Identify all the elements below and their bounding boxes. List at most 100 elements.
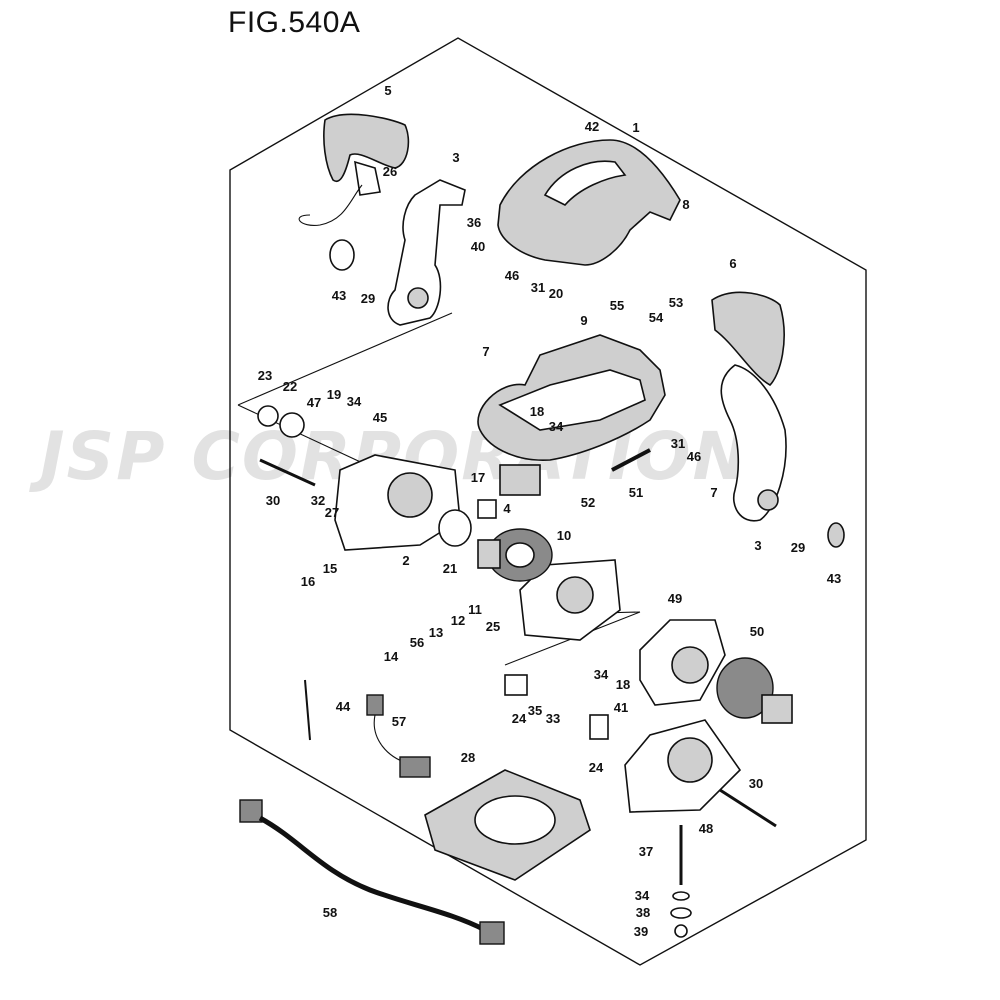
assembly-frame: [229, 37, 867, 966]
gear-drum: [477, 528, 553, 582]
nut-39: [674, 924, 688, 938]
callout-25: 25: [486, 619, 500, 634]
callout-10: 10: [557, 528, 571, 543]
washer-38: [670, 907, 692, 919]
main-harness: [239, 799, 505, 945]
callout-24: 24: [512, 711, 527, 726]
callout-3: 3: [452, 150, 459, 165]
callout-47: 47: [307, 395, 321, 410]
callout-29: 29: [791, 540, 805, 555]
callout-38: 38: [636, 905, 650, 920]
callout-42: 42: [585, 119, 599, 134]
bolt-30-right: [719, 788, 777, 828]
callout-11: 11: [468, 602, 482, 617]
callout-14: 14: [384, 649, 399, 664]
callout-33: 33: [546, 711, 560, 726]
callout-7: 7: [710, 485, 717, 500]
housing-left: [334, 454, 461, 551]
control-lever-left: [298, 113, 410, 226]
callout-50: 50: [750, 624, 764, 639]
callout-28: 28: [461, 750, 475, 765]
callout-46: 46: [505, 268, 519, 283]
callout-9: 9: [580, 313, 587, 328]
ring-23: [257, 405, 279, 427]
cable-tie-44: [304, 679, 311, 741]
callout-3: 3: [754, 538, 761, 553]
callout-57: 57: [392, 714, 406, 729]
callout-30: 30: [266, 493, 280, 508]
callout-37: 37: [639, 844, 653, 859]
callout-21: 21: [443, 561, 457, 576]
callout-13: 13: [429, 625, 443, 640]
callout-34: 34: [594, 667, 609, 682]
callout-40: 40: [471, 239, 485, 254]
callout-26: 26: [383, 164, 397, 179]
housing-right-lower: [624, 719, 742, 813]
callout-5: 5: [384, 83, 391, 98]
callout-31: 31: [671, 436, 685, 451]
callout-12: 12: [451, 613, 465, 628]
filter-52: [499, 464, 541, 496]
callout-54: 54: [649, 310, 664, 325]
callout-labels: 1233456778910111213141516171818192021222…: [258, 83, 841, 939]
callout-27: 27: [325, 505, 339, 520]
callout-58: 58: [323, 905, 337, 920]
callout-45: 45: [373, 410, 387, 425]
callout-15: 15: [323, 561, 337, 576]
callout-46: 46: [687, 449, 701, 464]
figure-title: FIG.540A: [228, 6, 361, 39]
top-cover: [497, 139, 681, 266]
housing-right-upper: [639, 619, 726, 706]
plug-43-left: [329, 239, 355, 271]
callout-43: 43: [827, 571, 841, 586]
callout-44: 44: [336, 699, 351, 714]
callout-34: 34: [549, 419, 564, 434]
callout-22: 22: [283, 379, 297, 394]
callout-2: 2: [402, 553, 409, 568]
callout-39: 39: [634, 924, 648, 939]
callout-19: 19: [327, 387, 341, 402]
callout-49: 49: [668, 591, 682, 606]
callout-53: 53: [669, 295, 683, 310]
callout-36: 36: [467, 215, 481, 230]
callout-31: 31: [531, 280, 545, 295]
callout-17: 17: [471, 470, 485, 485]
control-lever-right: [711, 291, 787, 522]
callout-55: 55: [610, 298, 624, 313]
callout-48: 48: [699, 821, 713, 836]
callout-43: 43: [332, 288, 346, 303]
callout-1: 1: [632, 120, 639, 135]
switch-17: [477, 499, 497, 519]
callout-34: 34: [635, 888, 650, 903]
housing-center: [519, 559, 621, 641]
callout-35: 35: [528, 703, 542, 718]
callout-30: 30: [749, 776, 763, 791]
callout-6: 6: [729, 256, 736, 271]
callout-18: 18: [530, 404, 544, 419]
callout-18: 18: [616, 677, 630, 692]
callout-20: 20: [549, 286, 563, 301]
callout-23: 23: [258, 368, 272, 383]
washer-34: [672, 891, 690, 901]
callout-16: 16: [301, 574, 315, 589]
callout-56: 56: [410, 635, 424, 650]
callout-51: 51: [629, 485, 643, 500]
callout-41: 41: [614, 700, 628, 715]
callout-32: 32: [311, 493, 325, 508]
callout-24: 24: [589, 760, 604, 775]
callout-29: 29: [361, 291, 375, 306]
callout-4: 4: [503, 501, 511, 516]
sensor-24b: [589, 714, 609, 740]
bearing-21: [438, 509, 472, 547]
callout-8: 8: [682, 197, 689, 212]
sub-harness: [366, 694, 431, 778]
switch-24: [504, 674, 528, 696]
gear-right: [716, 657, 793, 724]
ring-22: [279, 412, 305, 438]
callout-34: 34: [347, 394, 362, 409]
callout-52: 52: [581, 495, 595, 510]
base-plate: [477, 334, 666, 461]
bolt-30-left: [259, 458, 316, 487]
